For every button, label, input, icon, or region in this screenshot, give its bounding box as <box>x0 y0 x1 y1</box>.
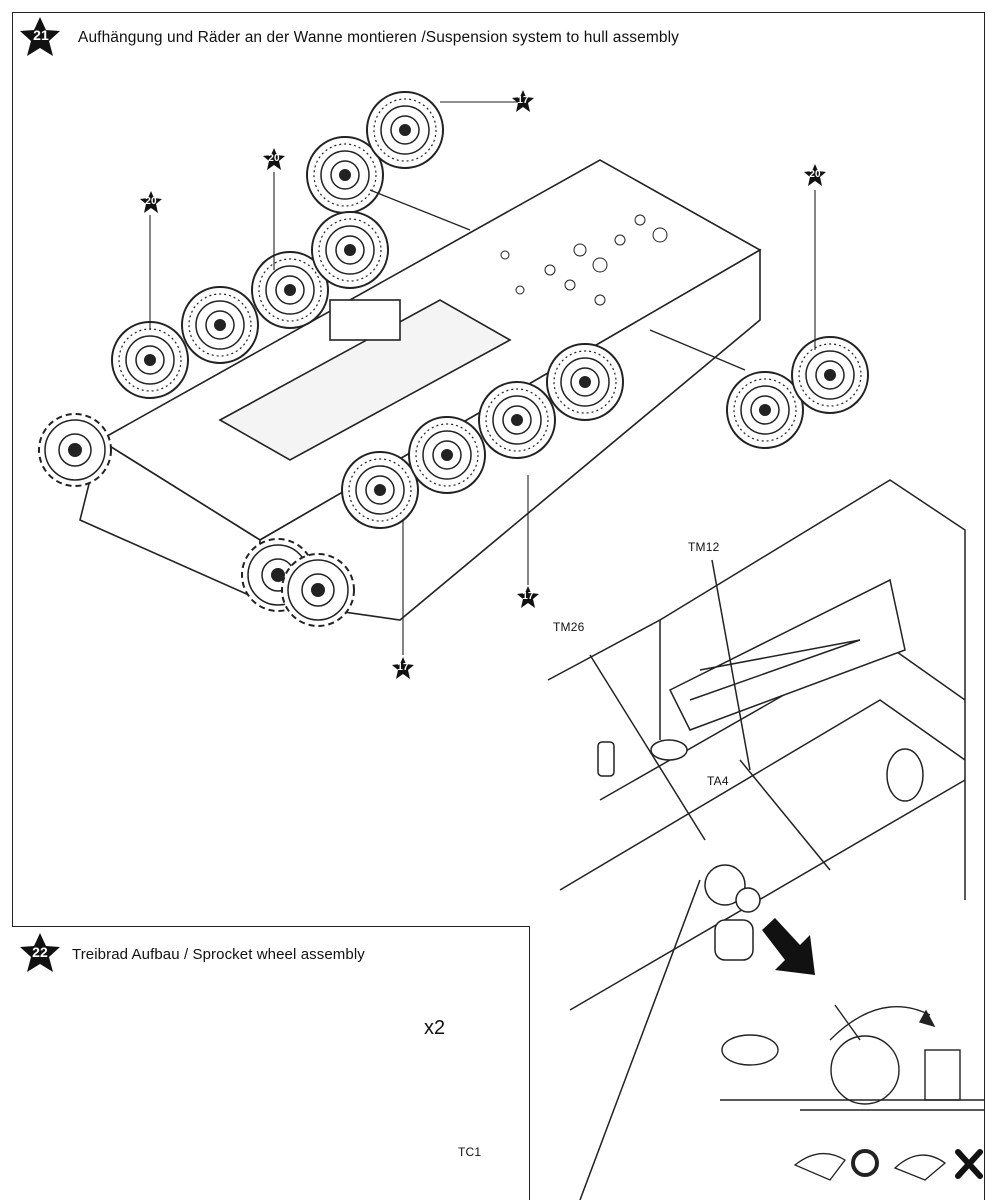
not-allowed-icon <box>955 1149 983 1179</box>
callout-17-center-icon <box>517 586 539 608</box>
callout-17-center: 17 <box>522 591 534 602</box>
step-21-number: 21 <box>33 27 49 43</box>
callout-leaders <box>149 101 816 655</box>
step-22-badge-icon <box>20 933 60 972</box>
step-22-panel <box>12 926 530 1200</box>
callout-20-mid: 20 <box>268 153 280 164</box>
step-22-title: Treibrad Aufbau / Sprocket wheel assembl… <box>72 946 365 963</box>
step-21-title-en: Suspension system to hull assembly <box>425 29 680 46</box>
callout-17-left-icon <box>392 657 414 679</box>
callout-20-right: 20 <box>809 169 821 180</box>
callout-17-left: 17 <box>397 662 409 673</box>
callout-20-left: 20 <box>145 196 157 207</box>
callout-17-top: 17 <box>517 95 529 106</box>
step-21-badge-icon <box>20 17 60 56</box>
wheel-set-right <box>649 329 869 449</box>
step-21-title-de: Aufhängung und Räder an der Wanne montie… <box>78 29 417 46</box>
part-label-tc1: TC1 <box>458 1145 482 1159</box>
hull <box>79 159 762 621</box>
step-21-title: Aufhängung und Räder an der Wanne montie… <box>78 29 679 47</box>
quantity-label: x2 <box>424 1017 446 1039</box>
callout-20-left-icon <box>140 191 162 213</box>
part-label-tm12: TM12 <box>688 540 720 554</box>
detail-inset <box>720 1004 985 1111</box>
callout-20-mid-icon <box>263 148 285 170</box>
wheel-set-top <box>306 91 471 231</box>
callout-17-top-icon <box>512 90 534 112</box>
hull-rivets <box>500 214 668 306</box>
page-frame <box>12 12 985 1200</box>
part-label-tm26: TM26 <box>553 620 585 634</box>
direction-arrow <box>762 918 815 975</box>
callout-20-right-icon <box>804 164 826 186</box>
step-21-title-sep: / <box>416 29 426 46</box>
detail-hull-bracket <box>547 479 966 1200</box>
alternative-parts <box>793 1149 947 1181</box>
part-label-ta4: TA4 <box>707 774 729 788</box>
step-22-number: 22 <box>32 944 48 960</box>
